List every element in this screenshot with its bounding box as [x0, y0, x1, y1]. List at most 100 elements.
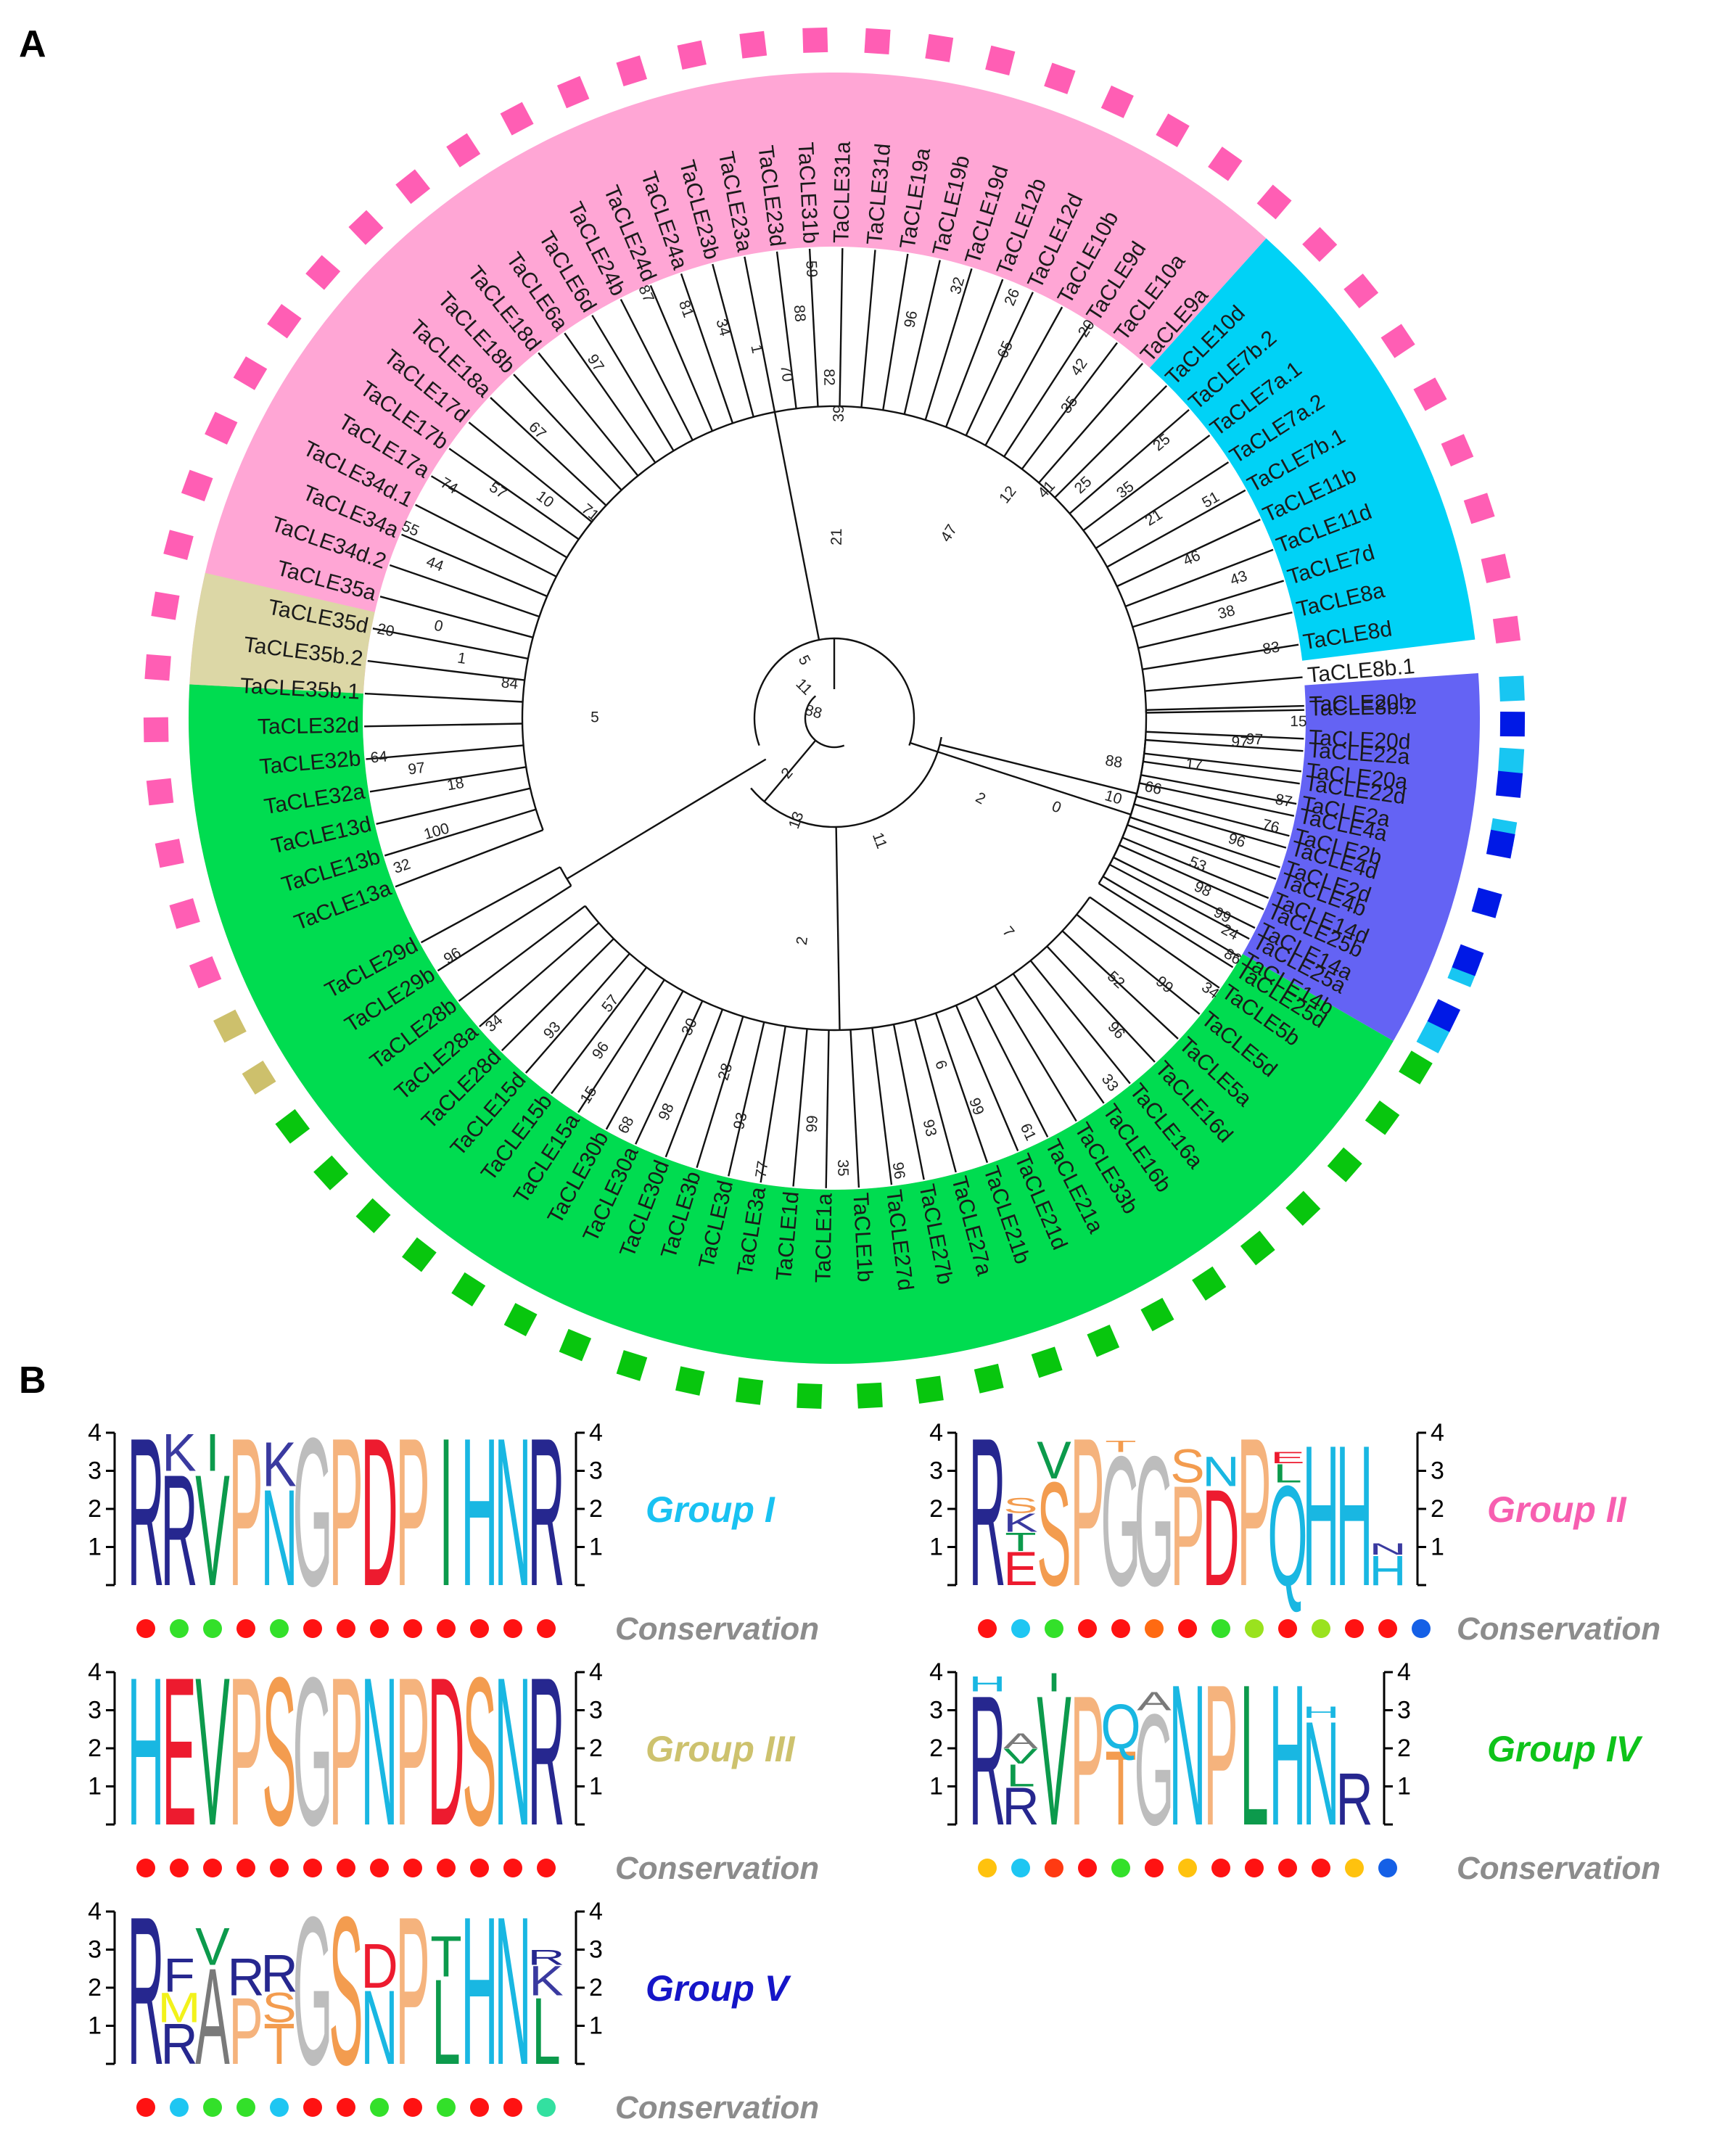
logo-letter: P: [1237, 1394, 1271, 1630]
logo-letter: D: [361, 1394, 398, 1630]
logo-letter: Q: [1100, 1691, 1140, 1762]
conservation-dot: [1345, 1619, 1364, 1638]
group-square-II: [163, 530, 194, 560]
tree-branch: [955, 1005, 1019, 1151]
logo-letter: S: [262, 1983, 296, 2030]
tree-branch: [744, 256, 776, 413]
tree-branch: [1082, 435, 1211, 532]
logo-letter: S: [1037, 1452, 1071, 1617]
logo-letter: A: [195, 1940, 230, 2094]
bootstrap-value: 15: [577, 1083, 601, 1106]
group-square-II: [155, 839, 184, 868]
group-square-II: [143, 717, 169, 743]
group-square-IV: [675, 1366, 705, 1396]
group-square-IV: [1192, 1266, 1227, 1301]
group-square-II: [1256, 184, 1292, 220]
bootstrap-value: 88: [791, 304, 809, 322]
logo-tick-label: 1: [929, 1773, 943, 1801]
leaf-label: TaCLE8b.2: [1309, 695, 1417, 721]
conservation-dot: [203, 1619, 222, 1638]
conservation-dot: [203, 1859, 222, 1877]
group-square-II: [1044, 62, 1076, 94]
conservation-dot: [270, 1859, 289, 1877]
tree-branch: [430, 475, 568, 559]
logo-letter: R: [527, 1633, 564, 1869]
tree-branch: [975, 995, 1049, 1137]
group-square-IV: [1031, 1346, 1063, 1378]
conservation-dot: [303, 1859, 322, 1877]
logo-letter: D: [361, 1930, 398, 2001]
logo-letter: H: [1269, 1642, 1306, 1867]
group-square-II: [169, 898, 200, 929]
leaf-label: TaCLE31b: [793, 141, 822, 244]
logo-letter: G: [1100, 1417, 1140, 1624]
logo-letter: H: [968, 1672, 1005, 1696]
tree-branch: [1125, 548, 1274, 608]
bootstrap-value: 21: [828, 528, 845, 546]
logo-letter: V: [195, 1918, 229, 1977]
tree-branch: [364, 723, 523, 728]
group-square-I: [1416, 1019, 1450, 1053]
logo-letter: P: [329, 1633, 363, 1869]
logo-tick-label: 3: [88, 1936, 102, 1964]
logo-letter: L: [432, 1954, 461, 2090]
group-square-II: [864, 28, 891, 54]
sector-group-I: [1149, 238, 1476, 661]
conservation-dot: [236, 2098, 255, 2117]
bootstrap-value: 2: [794, 935, 811, 946]
bootstrap-value: 96: [1104, 1019, 1128, 1042]
bootstrap-value: 47: [937, 522, 960, 545]
logo-letter: D: [1202, 1461, 1239, 1615]
logo-letter: E: [1003, 1542, 1037, 1595]
group-square-II: [144, 654, 171, 681]
leaf-label: TaCLE1a: [811, 1193, 836, 1283]
tree-branch: [1122, 836, 1269, 900]
tree-branch: [1145, 704, 1304, 711]
bootstrap-value: 17: [1185, 755, 1203, 774]
bootstrap-value: 64: [370, 748, 389, 766]
logo-letter: V: [1037, 1431, 1071, 1490]
conservation-dot: [1011, 1859, 1030, 1877]
bootstrap-value: 71: [578, 501, 602, 524]
logo-letter: E: [1270, 1449, 1304, 1467]
group-square-II: [151, 591, 180, 620]
tree-branch: [649, 285, 714, 432]
logo-letter: N: [361, 1633, 398, 1869]
bootstrap-value: 35: [1058, 393, 1081, 416]
group-square-II: [348, 210, 384, 245]
logo-tick-label: 4: [929, 1419, 943, 1447]
bootstrap-value: 33: [1098, 1071, 1122, 1094]
tree-branch: [1142, 643, 1299, 670]
conservation-dot: [337, 1859, 355, 1877]
group-square-III: [213, 1009, 247, 1043]
group-square-V: [1471, 887, 1502, 918]
tree-branch: [775, 251, 797, 409]
group-square-IV: [402, 1237, 437, 1272]
conservation-dot: [270, 1619, 289, 1638]
conservation-dot: [1111, 1859, 1130, 1877]
logo-tick-label: 2: [589, 1735, 603, 1762]
conservation-dot: [437, 1859, 456, 1877]
group-square-IV: [1140, 1298, 1174, 1332]
logo-tick-label: 4: [88, 1658, 102, 1686]
conservation-dot: [470, 1619, 489, 1638]
conservation-dot: [270, 2098, 289, 2117]
clade-arc: [750, 736, 942, 828]
conservation-dot: [170, 2098, 189, 2117]
logo-letter: L: [532, 1978, 561, 2085]
group-square-II: [1100, 85, 1134, 118]
tree-branch: [760, 1026, 786, 1183]
logo-letter: P: [229, 1394, 263, 1630]
conservation-dot: [1378, 1619, 1397, 1638]
bootstrap-value: 20: [376, 620, 395, 640]
tree-branch: [458, 905, 586, 1002]
bootstrap-value: 7: [999, 923, 1017, 941]
bootstrap-value: 35: [1114, 478, 1137, 502]
tree-branch: [1127, 823, 1277, 880]
logo-letter: I: [439, 1394, 453, 1630]
sector-group-IV: [188, 684, 1394, 1364]
logo-tick-label: 4: [929, 1658, 943, 1686]
